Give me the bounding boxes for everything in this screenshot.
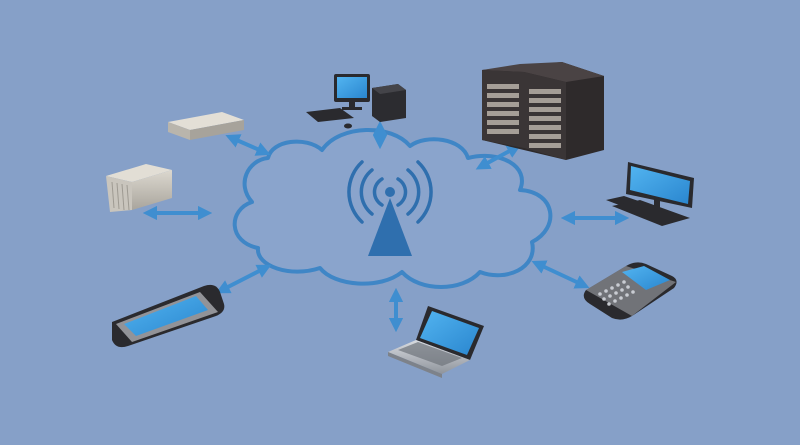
server-rack-icon: [482, 62, 604, 160]
laptop-icon: [388, 306, 484, 378]
qwerty-phone-icon: [583, 262, 677, 320]
smartphone-icon: [112, 284, 225, 348]
connection-arrows: [142, 120, 630, 333]
wifi-antenna-icon: [347, 160, 433, 256]
arrow-smartphone: [215, 264, 272, 294]
router-icon: [168, 112, 244, 140]
arrow-server: [475, 144, 522, 170]
access-point-icon: [106, 164, 172, 212]
arrow-qwerty-phone: [531, 260, 590, 289]
arrow-router: [225, 134, 271, 156]
desktop-computer-icon: [306, 74, 406, 129]
monitor-icon: [606, 162, 694, 226]
